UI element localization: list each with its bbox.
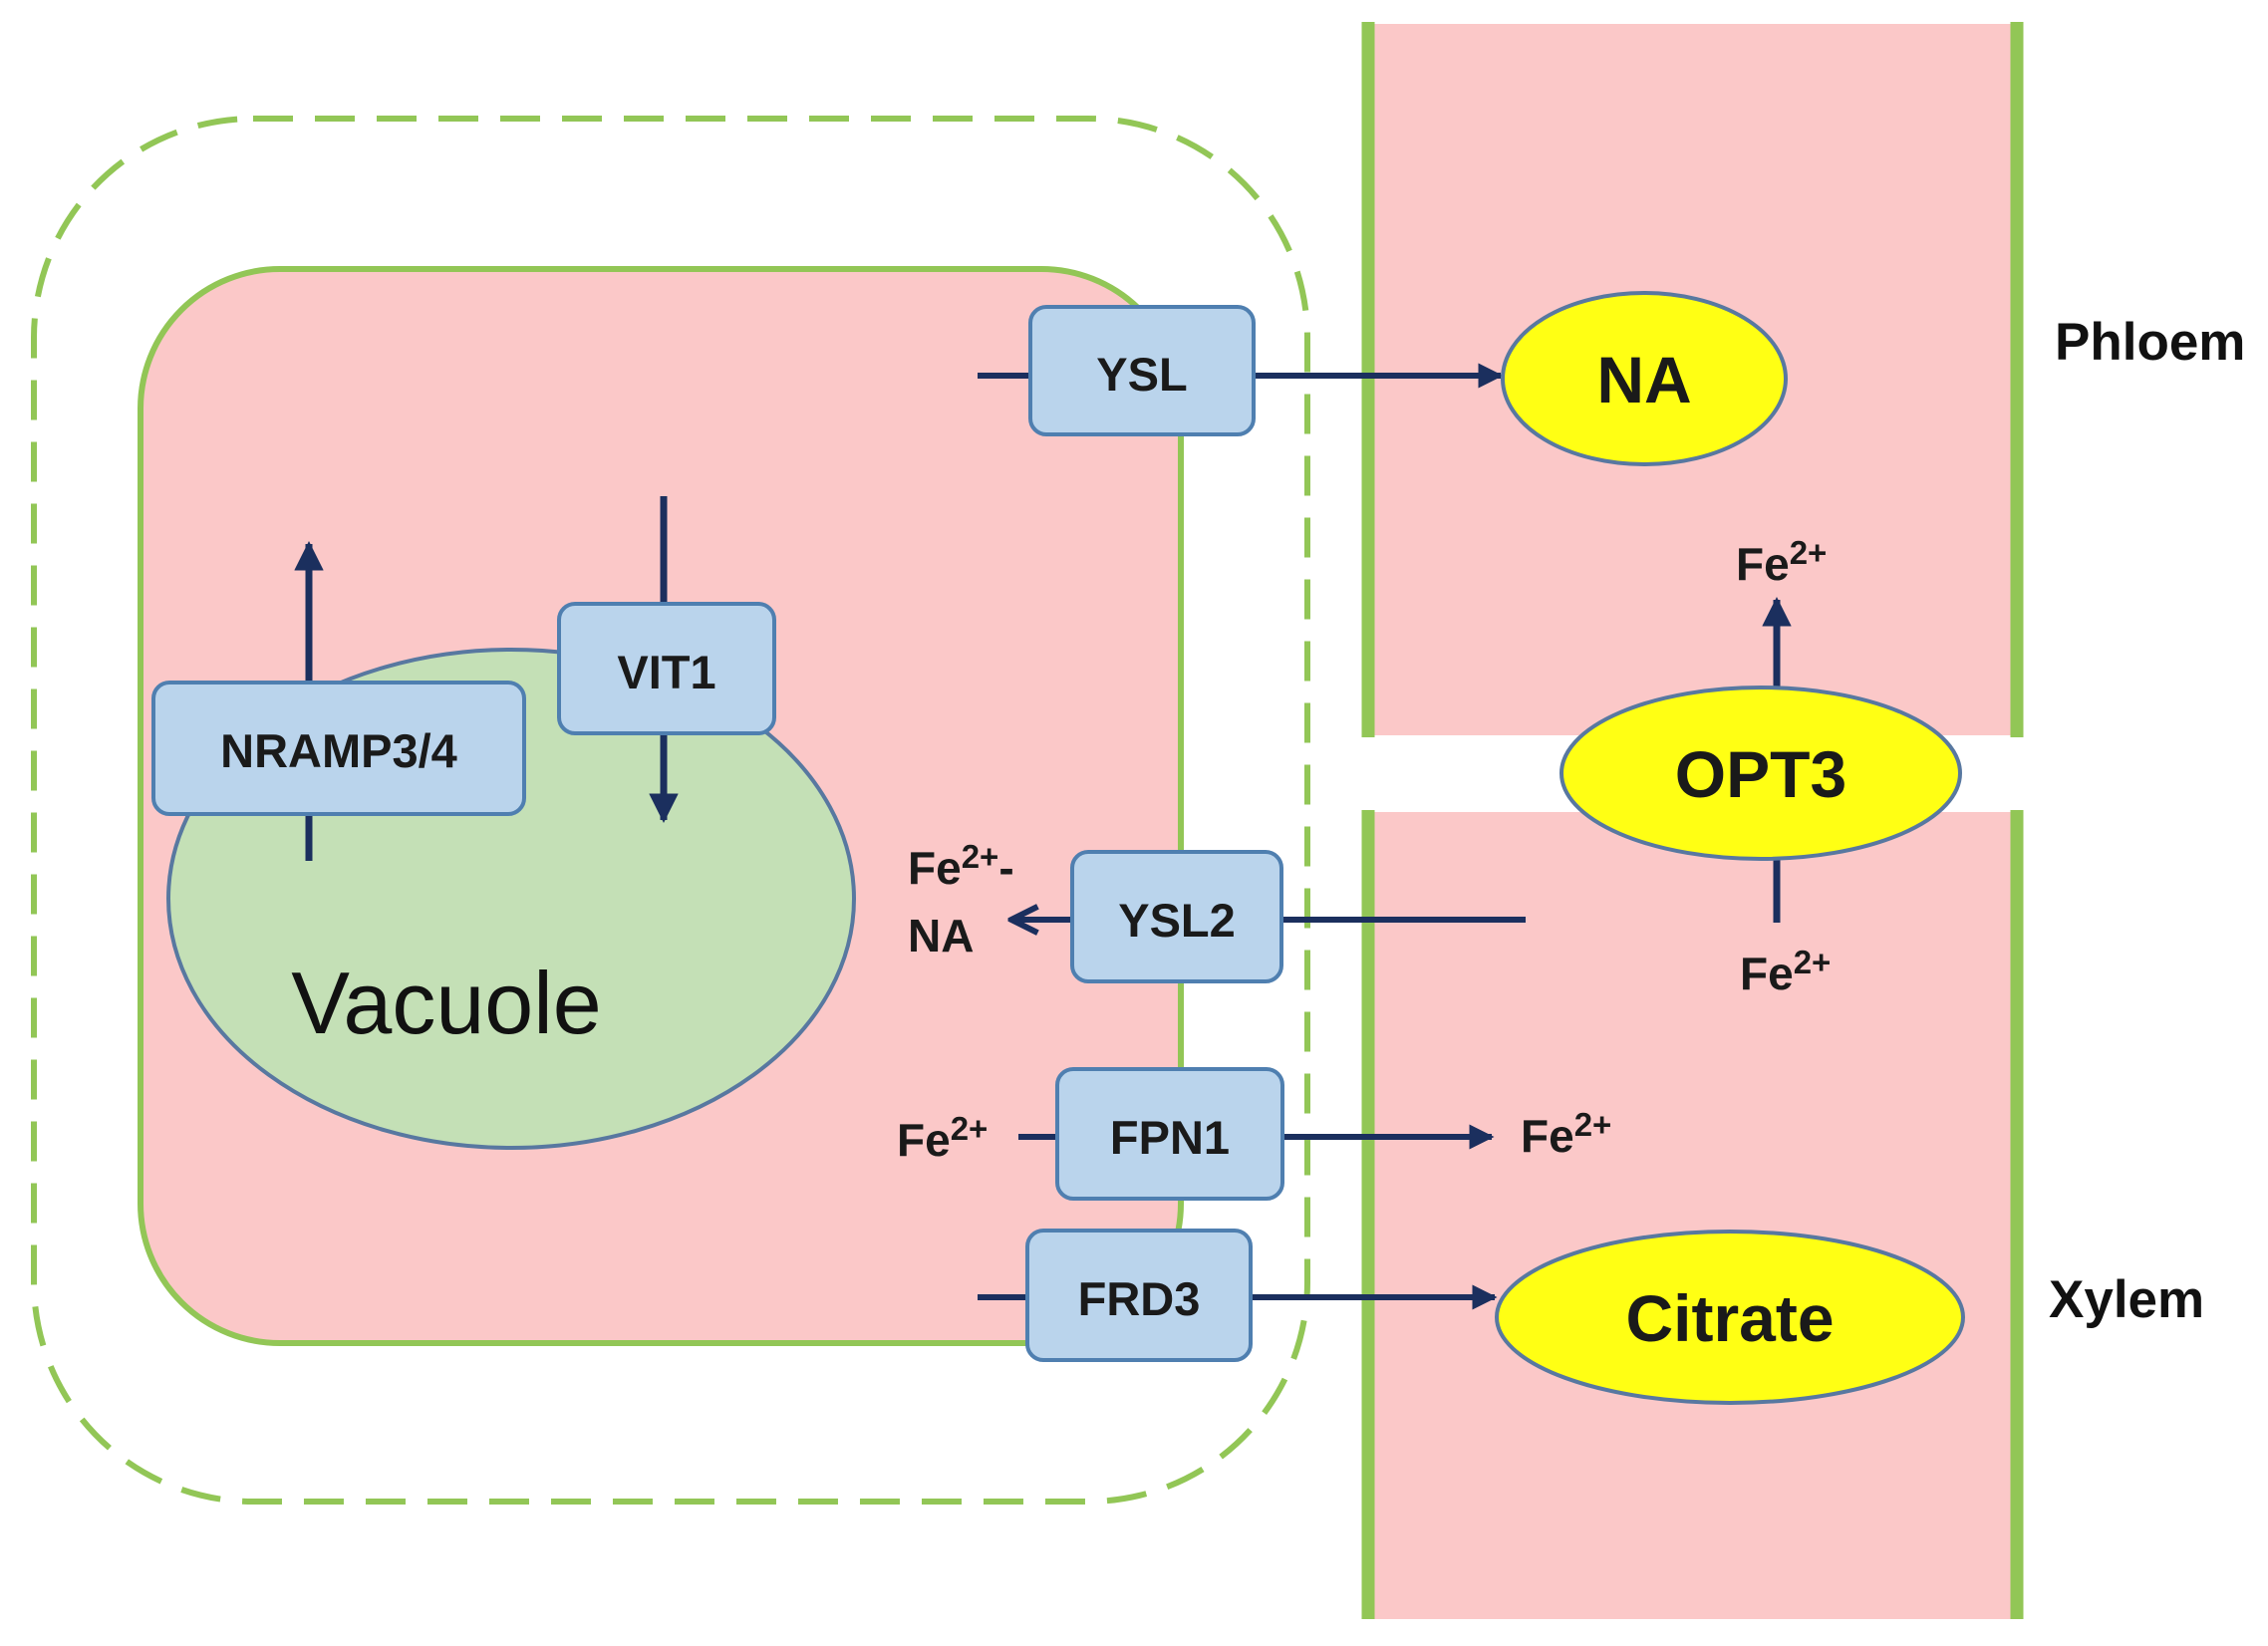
- fpn1-box: [1055, 1067, 1284, 1201]
- phloem-label: Phloem: [2055, 313, 2245, 372]
- na-ellipse: [1501, 291, 1788, 466]
- vit1-label: VIT1: [617, 646, 715, 698]
- ysl-label: YSL: [1096, 348, 1187, 401]
- vit1-box: [557, 602, 776, 735]
- opt3-label: OPT3: [1675, 737, 1846, 811]
- ysl-transporter: YSL: [1028, 305, 1256, 436]
- ysl-box: [1028, 305, 1256, 436]
- frd3-label: FRD3: [1078, 1272, 1201, 1325]
- na-label: NA: [1596, 343, 1691, 416]
- nramp-transporter: NRAMP3/4: [151, 681, 526, 816]
- fpn1-transporter: FPN1: [1055, 1067, 1284, 1201]
- fe-ion-opt3-top: Fe2+: [1736, 534, 1827, 590]
- fe-ion-fpn1-out: Fe2+: [1521, 1106, 1611, 1162]
- xylem-lumen: [1364, 812, 2021, 1619]
- vacuole-label: Vacuole: [291, 954, 601, 1052]
- opt3-ellipse: [1559, 686, 1962, 861]
- fe-na-complex-line1: Fe2+-: [908, 838, 1014, 894]
- opt3-ligand: OPT3: [1559, 686, 1962, 861]
- fpn1-label: FPN1: [1110, 1111, 1230, 1164]
- na-ligand: NA: [1501, 291, 1788, 466]
- frd3-transporter: FRD3: [1025, 1229, 1253, 1362]
- xylem-vessel: [1361, 810, 2024, 1619]
- ysl2-label: YSL2: [1118, 894, 1236, 947]
- citrate-label: Citrate: [1625, 1281, 1834, 1355]
- nramp-label: NRAMP3/4: [220, 724, 457, 777]
- ysl2-transporter: YSL2: [1070, 850, 1283, 983]
- fe-ion-fpn1-in: Fe2+: [897, 1110, 988, 1166]
- citrate-ligand: Citrate: [1495, 1230, 1965, 1405]
- nramp-box: [151, 681, 526, 816]
- vit1-transporter: VIT1: [557, 602, 776, 735]
- fe-na-complex-line2: NA: [908, 910, 974, 961]
- frd3-box: [1025, 1229, 1253, 1362]
- fe-ion-opt3-bottom: Fe2+: [1740, 944, 1831, 999]
- xylem-label: Xylem: [2049, 1270, 2204, 1329]
- ysl2-box: [1070, 850, 1283, 983]
- citrate-ellipse: [1495, 1230, 1965, 1405]
